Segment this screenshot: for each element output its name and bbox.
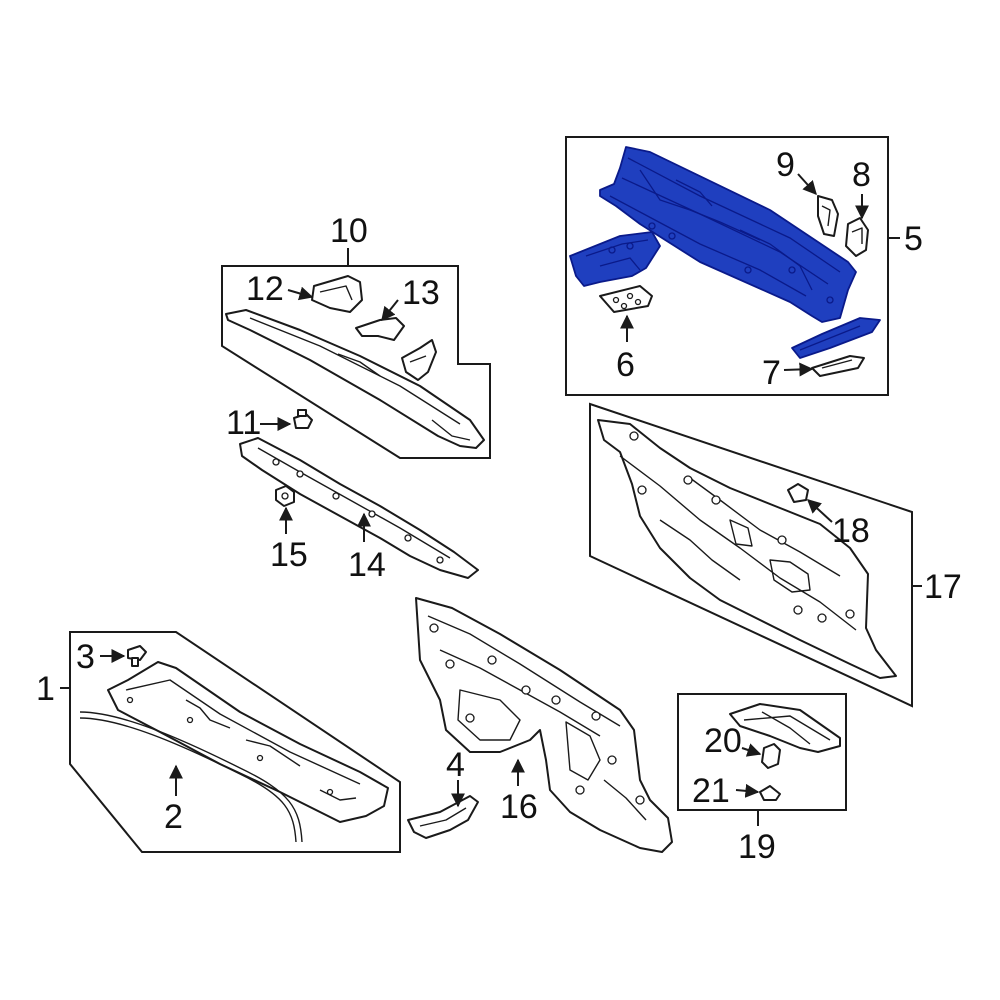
- callout-3: 3: [76, 638, 126, 676]
- svg-text:11: 11: [226, 404, 261, 442]
- group-17-box: [589, 402, 922, 708]
- group-1-box: [60, 631, 401, 853]
- callout-10: 10: [330, 212, 368, 250]
- bracket-10-clip[interactable]: [401, 339, 437, 381]
- svg-text:18: 18: [832, 512, 870, 550]
- callout-21: 21: [692, 772, 760, 810]
- callout-13: 13: [381, 274, 440, 322]
- svg-text:13: 13: [402, 274, 440, 312]
- callout-7: 7: [762, 354, 814, 392]
- callout-4: 4: [446, 746, 465, 808]
- callout-12: 12: [246, 270, 314, 308]
- callout-15: 15: [270, 506, 308, 574]
- svg-text:15: 15: [270, 536, 308, 574]
- insulator-19[interactable]: [729, 703, 841, 753]
- group-10-box: [221, 248, 491, 459]
- weatherstrip-2[interactable]: [79, 711, 303, 843]
- svg-text:12: 12: [246, 270, 284, 308]
- callout-1: 1: [36, 670, 55, 708]
- bracket-8[interactable]: [845, 217, 869, 257]
- callout-17: 17: [924, 568, 962, 606]
- dash-panel-16[interactable]: [415, 597, 673, 853]
- plate-6[interactable]: [599, 285, 653, 313]
- bracket-13[interactable]: [355, 317, 405, 341]
- retainer-20[interactable]: [761, 743, 781, 769]
- svg-text:8: 8: [852, 156, 871, 194]
- cowl-top-panel-1[interactable]: [107, 661, 389, 823]
- callout-5: 5: [904, 220, 923, 258]
- callout-8: 8: [852, 156, 871, 220]
- callout-19: 19: [738, 828, 776, 866]
- svg-text:9: 9: [776, 146, 795, 184]
- bracket-4[interactable]: [407, 795, 479, 839]
- svg-text:6: 6: [616, 346, 635, 384]
- group-5-box: [565, 136, 900, 396]
- svg-text:16: 16: [500, 788, 538, 826]
- svg-text:4: 4: [446, 746, 465, 784]
- svg-text:21: 21: [692, 772, 730, 810]
- svg-text:3: 3: [76, 638, 95, 676]
- clip-3[interactable]: [127, 645, 147, 667]
- callout-6: 6: [616, 314, 635, 384]
- svg-text:5: 5: [904, 220, 923, 258]
- cowl-side-panel-10[interactable]: [225, 309, 485, 449]
- svg-text:10: 10: [330, 212, 368, 250]
- callout-20: 20: [704, 722, 762, 760]
- clip-18[interactable]: [787, 483, 809, 503]
- svg-text:7: 7: [762, 354, 781, 392]
- plate-7[interactable]: [811, 355, 865, 377]
- callout-9: 9: [776, 146, 817, 196]
- bracket-7-highlighted[interactable]: [791, 317, 881, 359]
- clip-21[interactable]: [759, 785, 781, 801]
- svg-text:2: 2: [164, 798, 183, 836]
- callout-11: 11: [226, 404, 292, 442]
- bracket-6-highlighted[interactable]: [569, 231, 661, 287]
- bracket-12[interactable]: [311, 275, 363, 313]
- callout-16: 16: [500, 758, 538, 826]
- bracket-9[interactable]: [817, 195, 839, 237]
- callout-14: 14: [348, 512, 386, 584]
- bolt-11[interactable]: [293, 409, 313, 429]
- callout-18: 18: [806, 499, 870, 550]
- svg-text:20: 20: [704, 722, 742, 760]
- svg-text:17: 17: [924, 568, 962, 606]
- svg-text:14: 14: [348, 546, 386, 584]
- dash-insulator-17[interactable]: [597, 419, 897, 679]
- svg-text:1: 1: [36, 670, 55, 708]
- callout-2: 2: [164, 764, 183, 836]
- group-19-box: [677, 693, 847, 826]
- nut-15[interactable]: [275, 485, 295, 507]
- svg-text:19: 19: [738, 828, 776, 866]
- cowl-top-panel-highlighted[interactable]: [599, 146, 857, 323]
